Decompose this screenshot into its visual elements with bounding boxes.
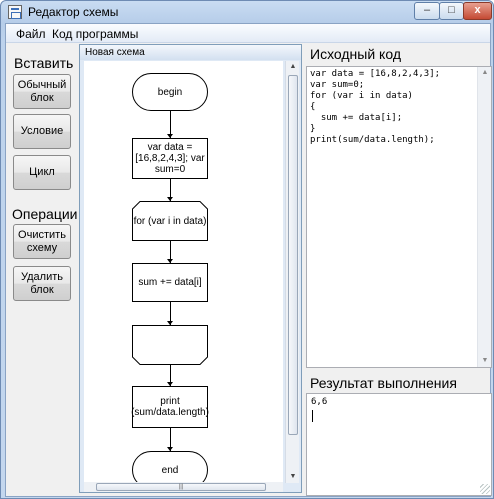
scrollbar-thumb[interactable] xyxy=(288,75,298,435)
title-bar[interactable]: Редактор схемы – □ x xyxy=(1,1,493,23)
flow-block-process[interactable]: sum += data[i] xyxy=(132,263,208,302)
loop-start-shape-icon xyxy=(132,201,208,241)
flow-arrow xyxy=(167,179,173,201)
insert-loop-button[interactable]: Цикл xyxy=(13,155,71,190)
client-area: Файл Код программы Вставить Обычный блок… xyxy=(5,23,492,497)
source-code-editor[interactable]: var data = [16,8,2,4,3]; var sum=0; for … xyxy=(306,66,492,368)
delete-block-button[interactable]: Удалить блок xyxy=(13,266,71,301)
resize-grip-icon[interactable] xyxy=(480,484,490,494)
diagram-vertical-scrollbar[interactable]: ▲ ▼ xyxy=(285,61,299,483)
close-button[interactable]: x xyxy=(463,2,492,20)
insert-condition-button[interactable]: Условие xyxy=(13,114,71,149)
flow-block-text: end xyxy=(161,464,179,476)
flow-block-text: var data = [16,8,2,4,3]; var sum=0 xyxy=(135,142,205,175)
flow-arrow xyxy=(167,302,173,325)
chevron-up-icon[interactable]: ▲ xyxy=(481,69,489,76)
result-output[interactable]: 6,6 xyxy=(306,393,492,496)
diagram-panel: Новая схема begin var data = [16,8,2,4,3… xyxy=(79,44,302,493)
flow-block-loop-end[interactable] xyxy=(132,325,208,365)
chevron-up-icon[interactable]: ▲ xyxy=(289,63,297,70)
chevron-down-icon[interactable]: ▼ xyxy=(289,473,297,480)
source-code-text: var data = [16,8,2,4,3]; var sum=0; for … xyxy=(310,69,441,145)
flow-block-process[interactable]: print (sum/data.length) xyxy=(131,386,209,428)
code-vertical-scrollbar[interactable]: ▲ ▼ xyxy=(477,67,491,367)
flow-block-end[interactable]: end xyxy=(132,451,208,483)
window-title: Редактор схемы xyxy=(28,5,119,19)
text-caret xyxy=(312,410,313,422)
operations-section-label: Операции xyxy=(12,206,78,222)
clear-diagram-button[interactable]: Очистить схему xyxy=(13,224,71,259)
loop-end-shape-icon xyxy=(132,325,208,365)
diagram-horizontal-scrollbar[interactable]: ||| xyxy=(84,482,283,492)
diagram-tab-title[interactable]: Новая схема xyxy=(80,45,301,60)
flow-block-text: begin xyxy=(157,86,183,98)
menu-program-code[interactable]: Код программы xyxy=(52,27,139,41)
flow-arrow xyxy=(167,365,173,386)
menu-file[interactable]: Файл xyxy=(16,27,46,41)
scrollbar-thumb[interactable]: ||| xyxy=(96,483,266,491)
flow-block-begin[interactable]: begin xyxy=(132,73,208,111)
insert-simple-block-button[interactable]: Обычный блок xyxy=(13,74,71,109)
chevron-down-icon[interactable]: ▼ xyxy=(481,357,489,364)
menu-bar: Файл Код программы xyxy=(6,24,490,43)
flow-block-process[interactable]: var data = [16,8,2,4,3]; var sum=0 xyxy=(132,138,208,179)
flow-block-loop-start[interactable]: for (var i in data) xyxy=(132,201,208,241)
minimize-button[interactable]: – xyxy=(414,2,440,20)
diagram-canvas[interactable]: begin var data = [16,8,2,4,3]; var sum=0… xyxy=(84,61,283,483)
flow-block-text: for (var i in data) xyxy=(133,215,207,227)
maximize-button[interactable]: □ xyxy=(439,2,464,20)
insert-section-label: Вставить xyxy=(14,55,74,71)
flow-arrow xyxy=(167,428,173,451)
app-window-icon xyxy=(8,5,22,19)
flow-block-text: print (sum/data.length) xyxy=(131,396,209,418)
flow-block-text: sum += data[i] xyxy=(138,277,202,288)
flow-arrow xyxy=(167,241,173,263)
source-code-label: Исходный код xyxy=(310,46,401,62)
result-output-text: 6,6 xyxy=(311,397,328,407)
flow-arrow xyxy=(167,111,173,138)
